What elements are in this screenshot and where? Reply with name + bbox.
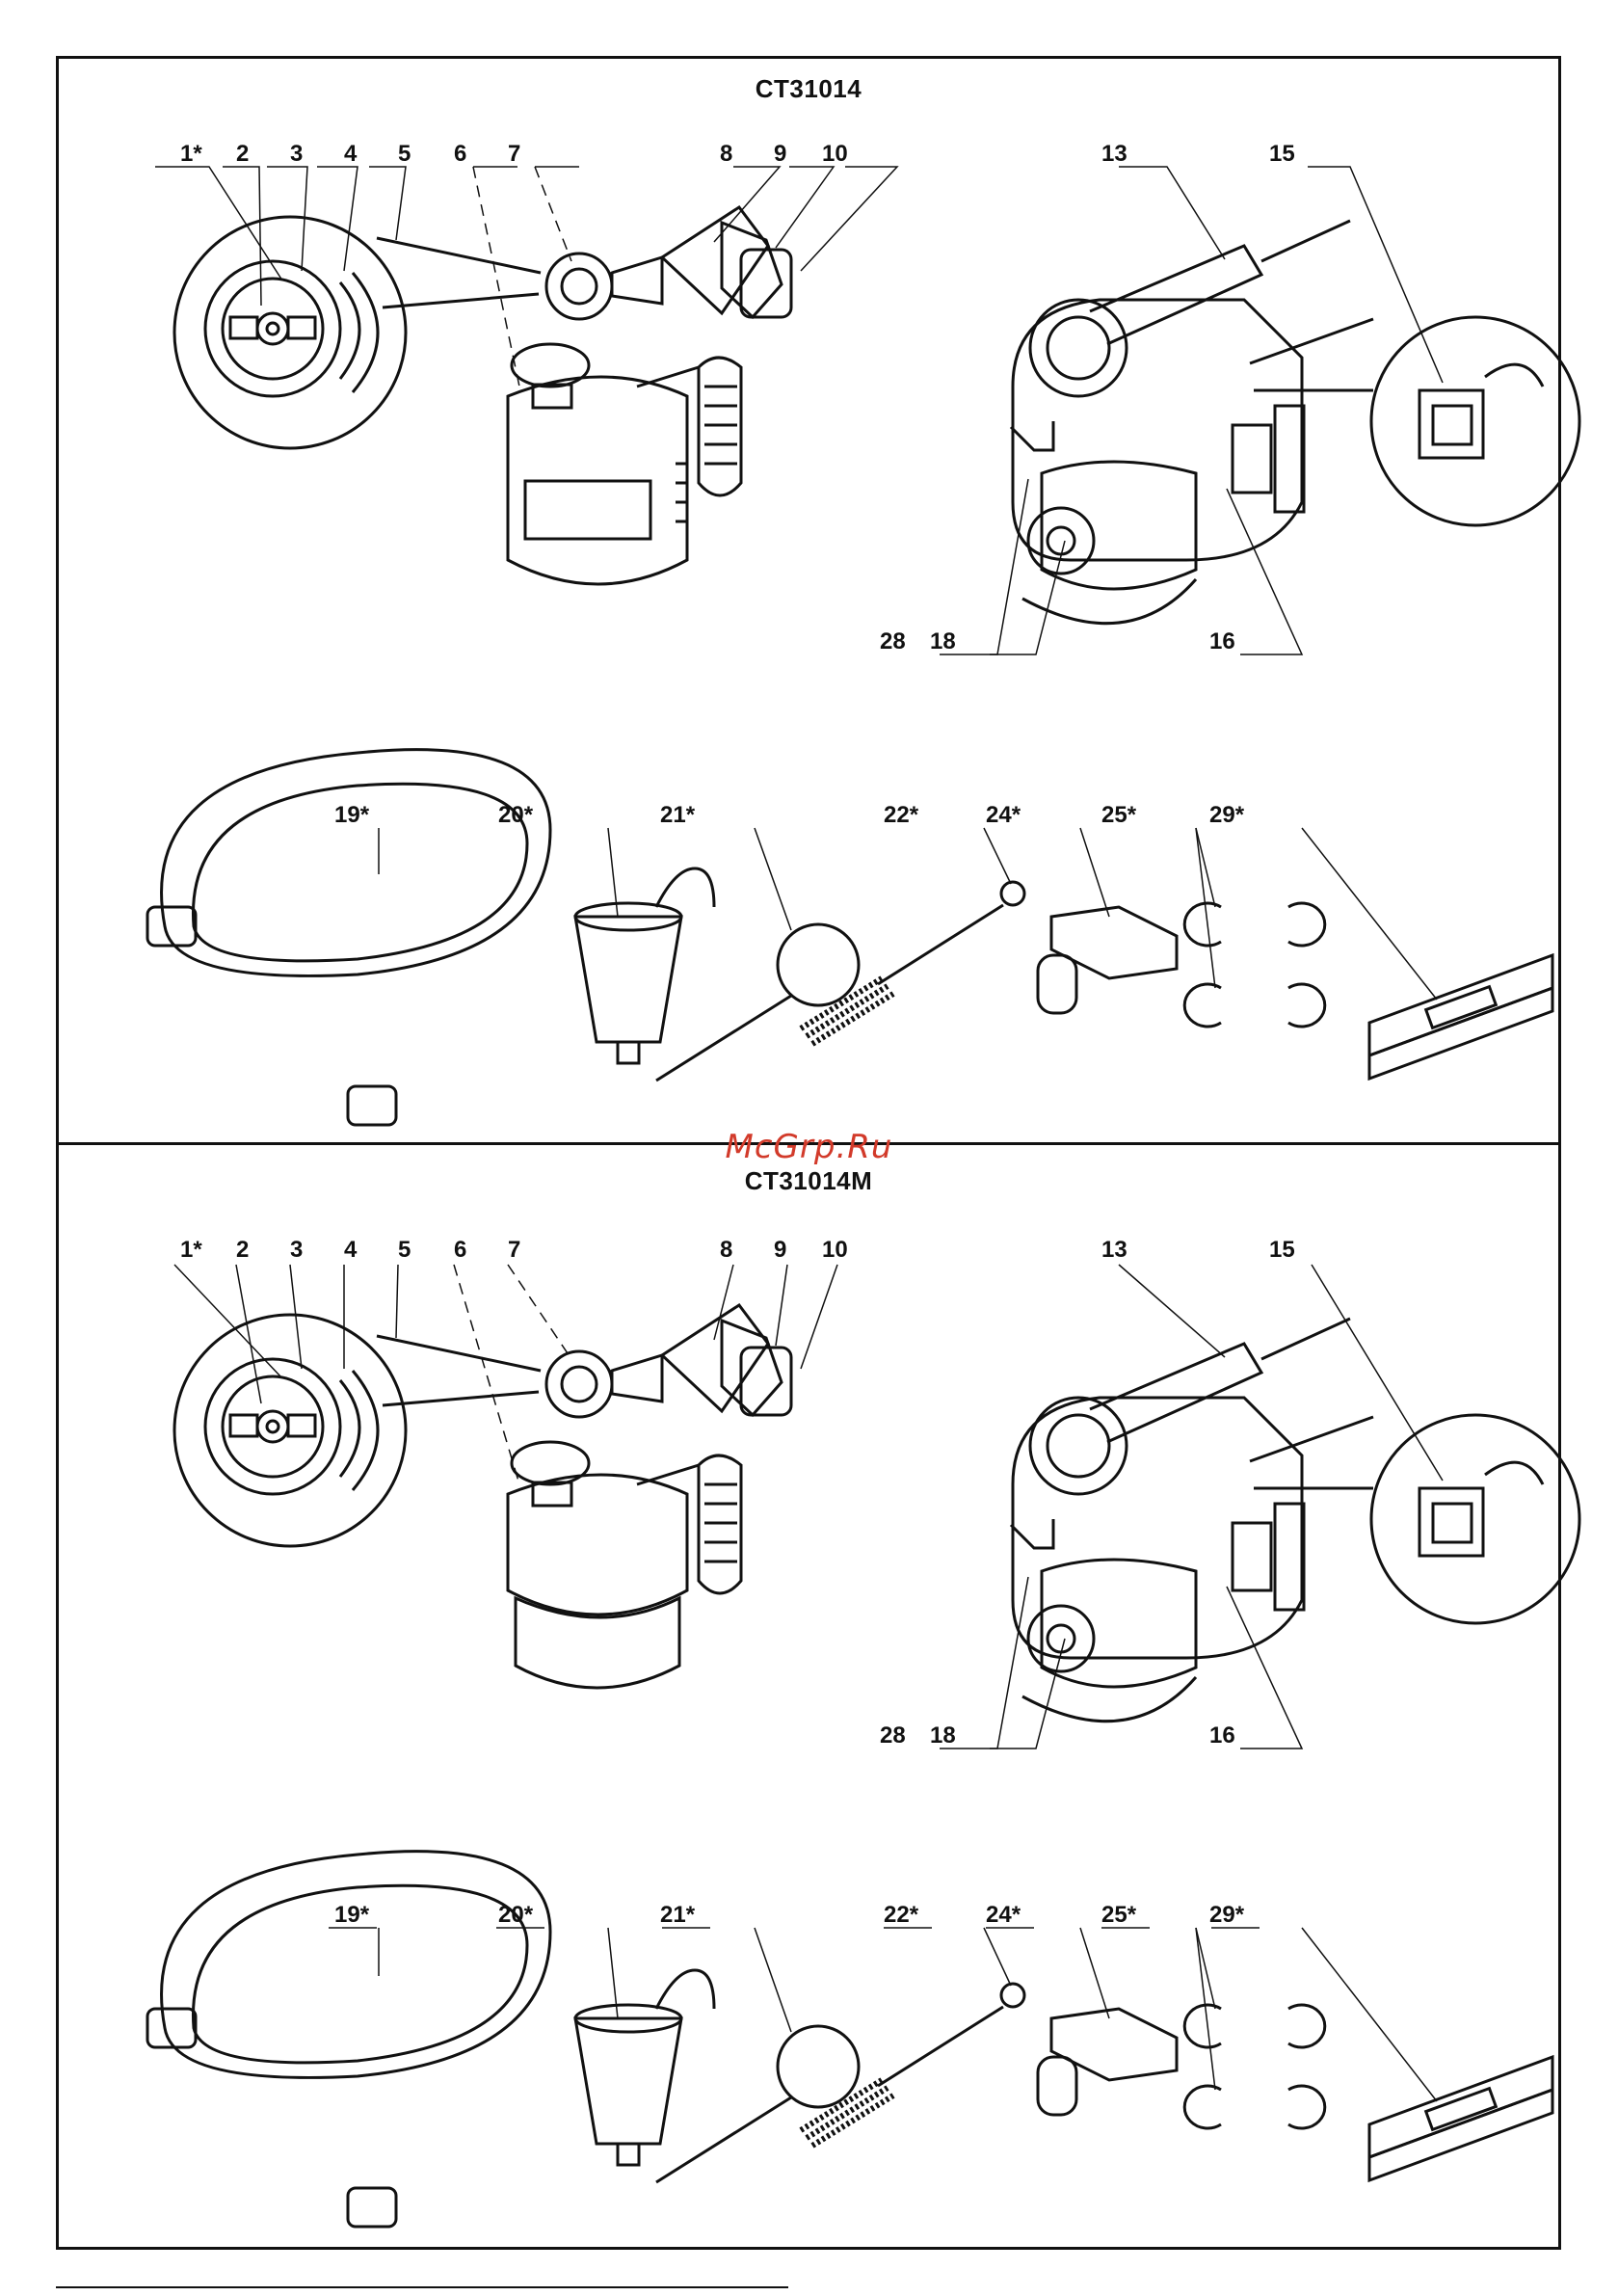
- switch-detail-view: [1371, 1415, 1579, 1623]
- label-part-29: 29*: [1209, 802, 1245, 828]
- label-part-15: 15: [1269, 141, 1295, 167]
- spray-nozzle: [546, 254, 612, 319]
- adapter-drawing: [1051, 907, 1177, 978]
- label-part-10: 10: [822, 141, 848, 167]
- viscosity-ring-drawing: [778, 924, 859, 1005]
- label-part-20: 20*: [498, 802, 534, 828]
- label-part-1: 1*: [180, 141, 202, 167]
- strap-drawing: [1369, 955, 1552, 1055]
- label-part-3: 3: [290, 141, 303, 167]
- label-part-24: 24*: [986, 1902, 1021, 1928]
- cleaning-brush-drawing: [1001, 882, 1024, 905]
- label-part-9: 9: [774, 1237, 786, 1263]
- label-part-13: 13: [1101, 1237, 1127, 1263]
- label-part-4: 4: [344, 141, 358, 167]
- label-part-2: 2: [236, 141, 249, 167]
- label-part-15: 15: [1269, 1237, 1295, 1263]
- label-part-21: 21*: [660, 802, 696, 828]
- spare-cup-drawing: [575, 2018, 681, 2144]
- diagram-panel-ct31014: CT31014: [56, 56, 1561, 1145]
- label-part-6: 6: [454, 141, 466, 167]
- spray-nozzle: [546, 1351, 612, 1417]
- label-part-8: 8: [720, 141, 732, 167]
- label-part-13: 13: [1101, 141, 1127, 167]
- label-part-2: 2: [236, 1237, 249, 1263]
- label-part-29: 29*: [1209, 1902, 1245, 1928]
- label-part-4: 4: [344, 1237, 358, 1263]
- label-part-25: 25*: [1101, 802, 1137, 828]
- parts-drawing: 1* 2 3 4 5 6 7 8 9 10 13 15 28 18 16 19*…: [59, 59, 1564, 1148]
- label-part-22: 22*: [884, 802, 919, 828]
- footer-rule: [56, 2286, 788, 2288]
- paint-container: [508, 1475, 687, 1615]
- diagram-panel-ct31014m: CT31014M: [56, 1145, 1561, 2250]
- label-part-18: 18: [930, 1722, 956, 1749]
- label-part-20: 20*: [498, 1902, 534, 1928]
- label-part-3: 3: [290, 1237, 303, 1263]
- label-part-22: 22*: [884, 1902, 919, 1928]
- label-part-16: 16: [1209, 628, 1235, 654]
- parts-drawing: 1* 2 3 4 5 6 7 8 9 10 13 15 28 18 16 19*…: [59, 1145, 1564, 2250]
- label-part-7: 7: [508, 141, 520, 167]
- label-part-25: 25*: [1101, 1902, 1137, 1928]
- nozzle-detail-view: [174, 1315, 406, 1546]
- compressor-body: [1013, 300, 1302, 560]
- label-part-10: 10: [822, 1237, 848, 1263]
- strap-drawing: [1369, 2057, 1552, 2157]
- label-part-9: 9: [774, 141, 786, 167]
- label-part-21: 21*: [660, 1902, 696, 1928]
- label-part-6: 6: [454, 1237, 466, 1263]
- spare-cup-drawing: [575, 917, 681, 1042]
- hose-drawing: [162, 750, 550, 976]
- label-part-28: 28: [880, 1722, 906, 1749]
- label-part-7: 7: [508, 1237, 520, 1263]
- switch-detail-view: [1371, 317, 1579, 525]
- label-part-8: 8: [720, 1237, 732, 1263]
- viscosity-ring-drawing: [778, 2026, 859, 2107]
- label-part-5: 5: [398, 141, 411, 167]
- label-part-18: 18: [930, 628, 956, 654]
- label-part-19: 19*: [334, 802, 370, 828]
- hose-drawing: [162, 1852, 550, 2078]
- label-part-1: 1*: [180, 1237, 202, 1263]
- label-part-24: 24*: [986, 802, 1021, 828]
- nozzle-detail-view: [174, 217, 406, 448]
- adapter-drawing: [1051, 2009, 1177, 2080]
- label-part-28: 28: [880, 628, 906, 654]
- label-part-16: 16: [1209, 1722, 1235, 1749]
- label-part-5: 5: [398, 1237, 411, 1263]
- compressor-body: [1013, 1398, 1302, 1658]
- label-part-19: 19*: [334, 1902, 370, 1928]
- cleaning-brush-drawing: [1001, 1984, 1024, 2007]
